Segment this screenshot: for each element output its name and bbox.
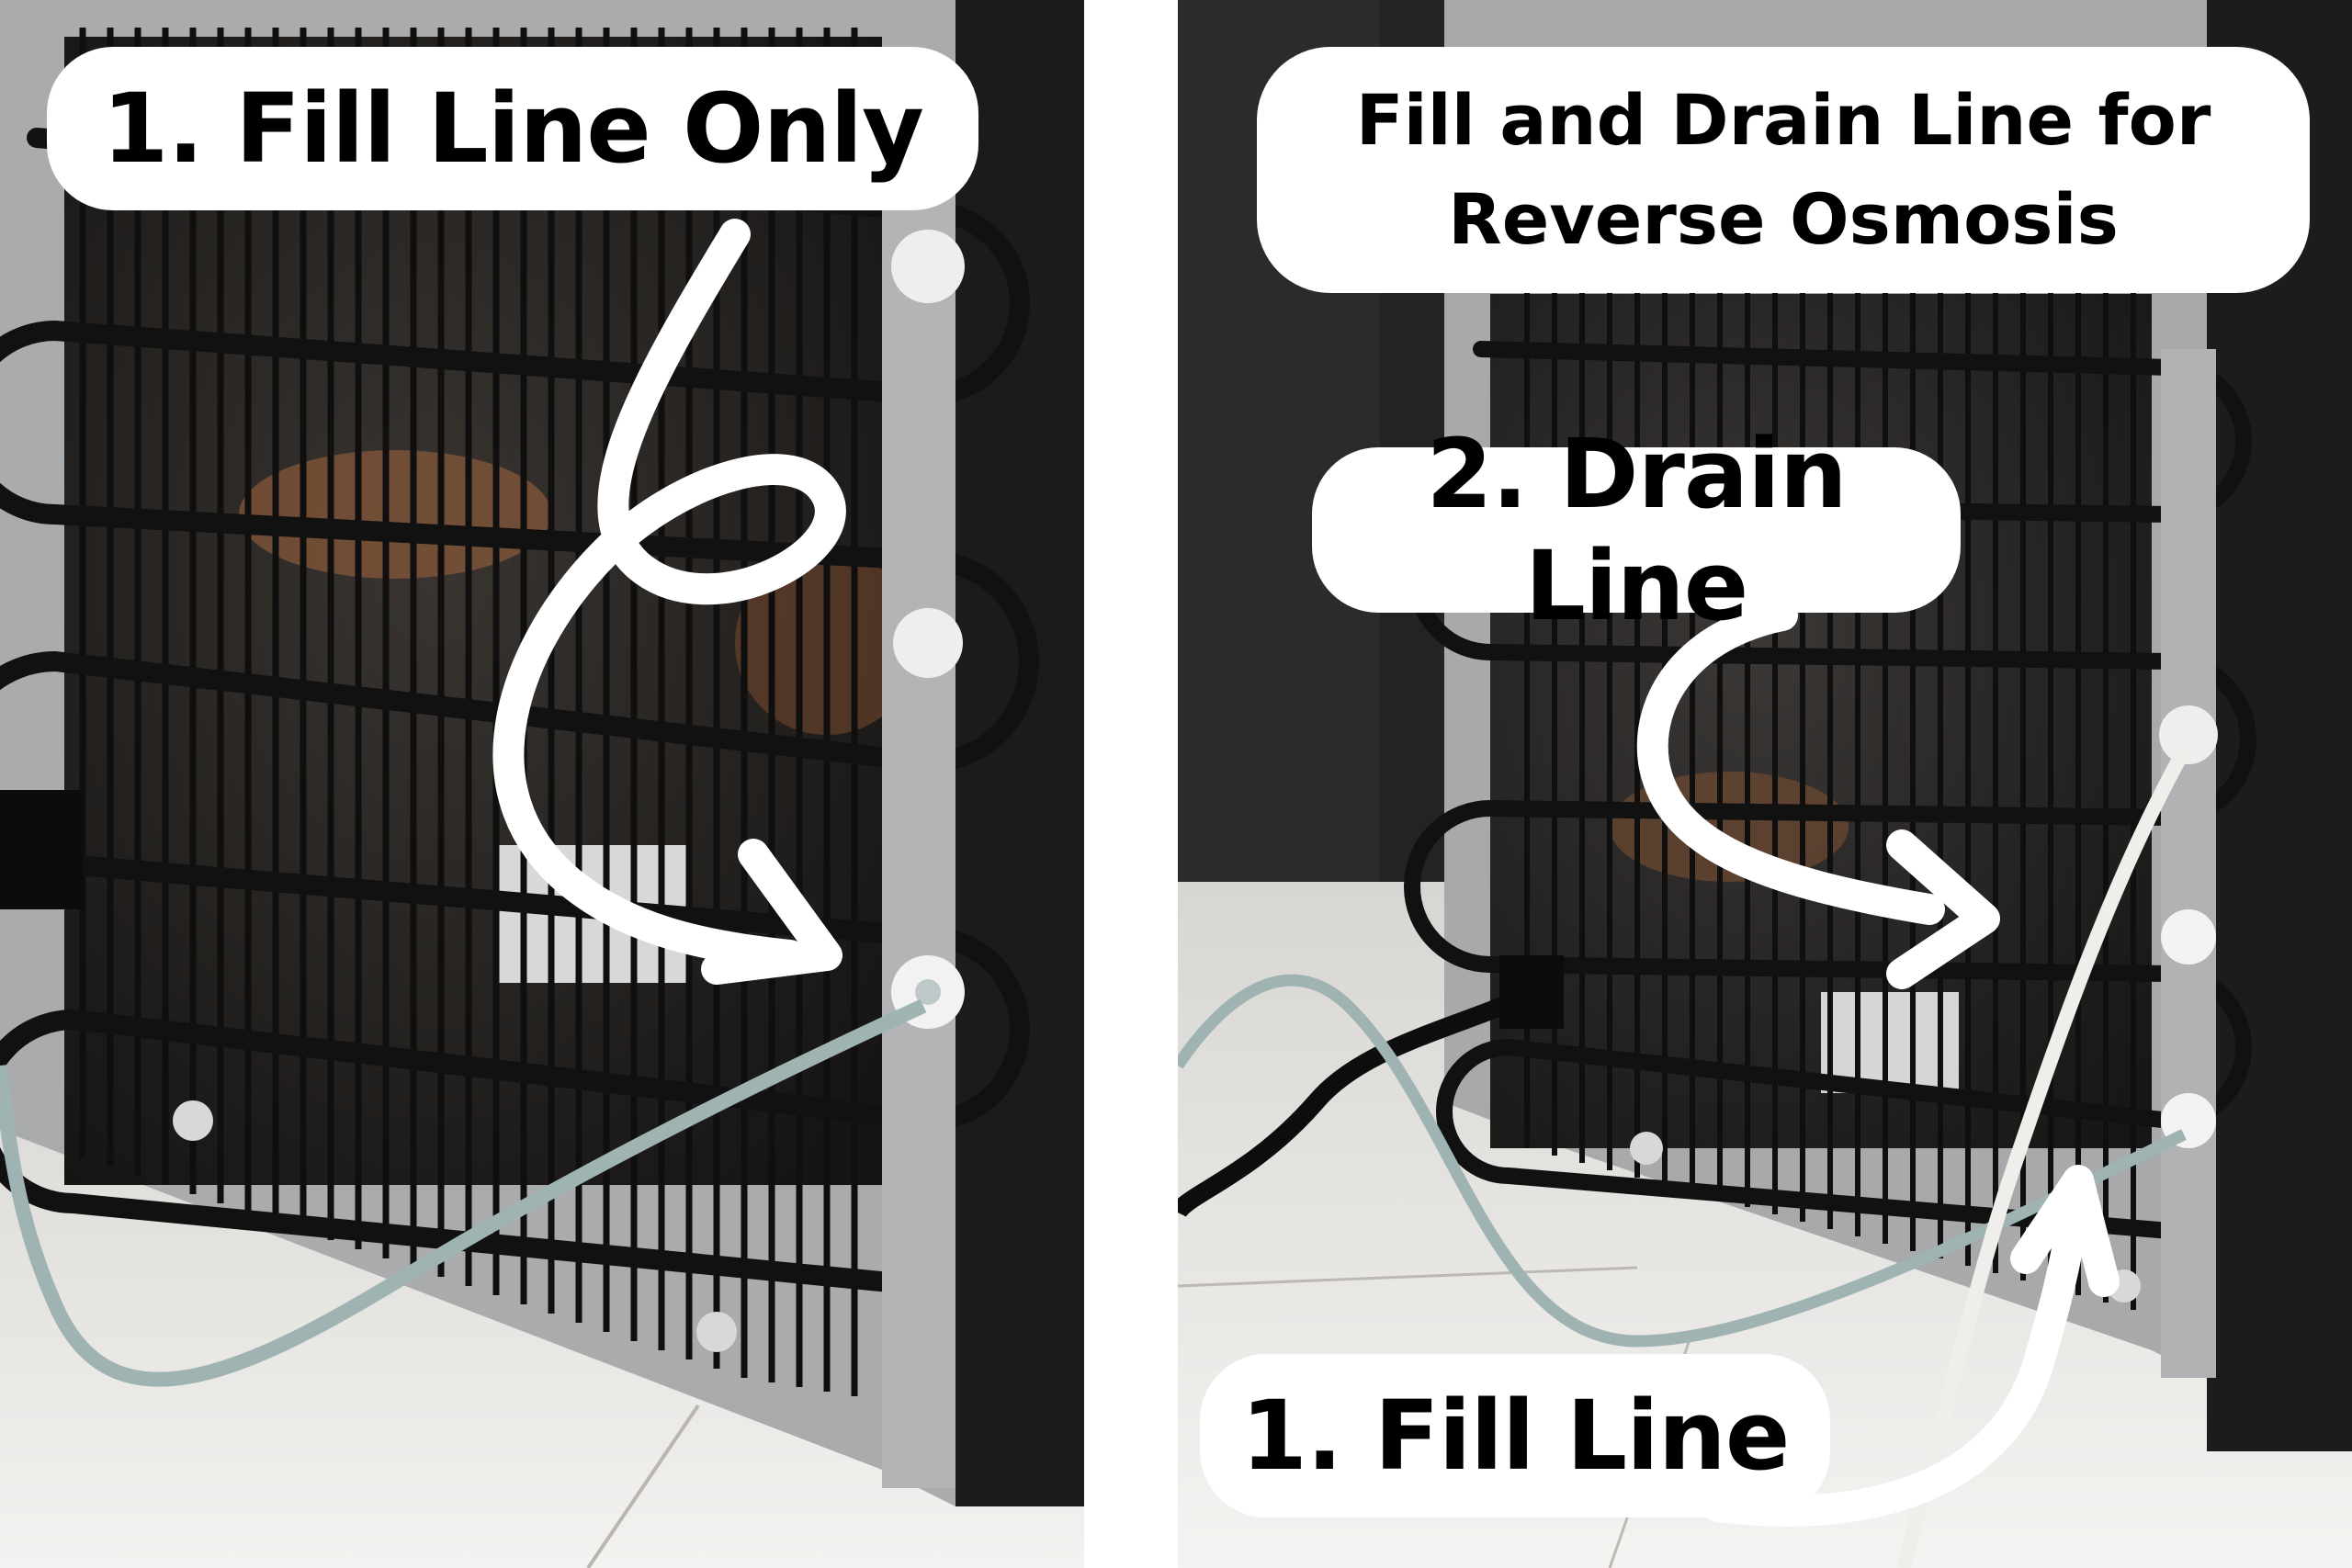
fill-arrowhead [2010,1165,2120,1297]
fill-line-label: 1. Fill Line [1200,1354,1830,1517]
fill-only-arrowhead [701,839,842,985]
fill-only-arrow [492,219,846,971]
fill-line-text: 1. Fill Line [1240,1380,1791,1492]
drain-arrow [1636,600,1945,925]
drain-arrowhead [1886,829,2000,989]
drain-line-text: 2. Drain Line [1426,418,1848,642]
drain-line-label: 2. Drain Line [1312,418,1961,642]
title-line-2: Reverse Osmosis [1448,178,2119,260]
title-label: Fill and Drain Line for Reverse Osmosis [1257,47,2310,293]
fill-line-only-text: 1. Fill Line Only [102,73,924,185]
fill-arrow [1702,1179,2092,1527]
title-line-1: Fill and Drain Line for [1355,79,2211,162]
fill-line-only-label: 1. Fill Line Only [47,47,978,210]
